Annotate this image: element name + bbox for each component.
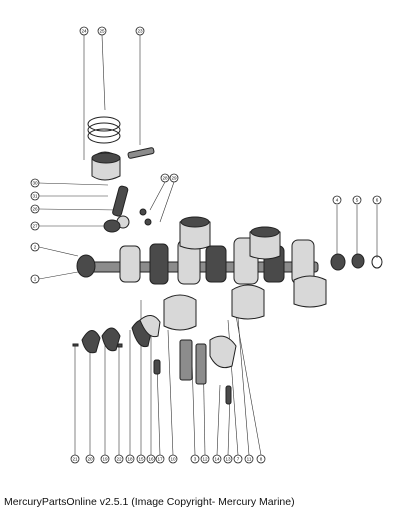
callout-left-31: 31 — [30, 191, 40, 201]
svg-text:4: 4 — [336, 198, 339, 203]
svg-text:13: 13 — [225, 457, 231, 462]
callout-bottom-18: 18 — [125, 454, 135, 464]
svg-text:12: 12 — [202, 457, 208, 462]
svg-text:7: 7 — [237, 457, 240, 462]
svg-text:21: 21 — [72, 457, 78, 462]
svg-text:18: 18 — [127, 457, 133, 462]
callout-bottom-13: 13 — [223, 454, 233, 464]
callout-top-24: 24 — [79, 26, 89, 36]
callout-bottom-7: 7 — [233, 454, 243, 464]
callout-mid-29: 29 — [169, 173, 179, 183]
callout-bottom-8: 8 — [256, 454, 266, 464]
piston-rings-top — [87, 116, 121, 144]
svg-text:19: 19 — [102, 457, 108, 462]
svg-text:15: 15 — [138, 457, 144, 462]
callout-bottom-14: 14 — [212, 454, 222, 464]
crankshaft — [76, 237, 319, 285]
callout-bottom-22: 22 — [114, 454, 124, 464]
svg-text:29: 29 — [171, 176, 177, 181]
callout-left-2: 2 — [30, 242, 40, 252]
svg-text:8: 8 — [260, 457, 263, 462]
upper-pistons — [179, 216, 281, 260]
rod-caps-lower-left — [72, 315, 161, 354]
svg-text:5: 5 — [356, 198, 359, 203]
svg-text:22: 22 — [116, 457, 122, 462]
callout-bottom-11: 11 — [244, 454, 254, 464]
callout-right-6: 6 — [372, 195, 382, 205]
svg-text:27: 27 — [32, 224, 38, 229]
needle-bearing-left — [103, 219, 121, 233]
lower-pistons — [163, 275, 327, 331]
callout-bottom-10: 10 — [168, 454, 178, 464]
callout-bottom-15: 15 — [136, 454, 146, 464]
leader-lines — [38, 34, 378, 456]
small-pins-bottom — [153, 359, 232, 405]
svg-text:11: 11 — [247, 457, 252, 462]
wrist-pin — [127, 147, 155, 159]
callout-top-25: 25 — [97, 26, 107, 36]
svg-text:25: 25 — [99, 29, 105, 34]
callout-bottom-21: 21 — [70, 454, 80, 464]
callout-bottom-20: 20 — [85, 454, 95, 464]
callout-bottom-16: 16 — [146, 454, 156, 464]
svg-text:16: 16 — [148, 457, 154, 462]
svg-text:28: 28 — [162, 176, 168, 181]
callout-right-4: 4 — [332, 195, 342, 205]
image-copyright-caption: MercuryPartsOnline v2.5.1 (Image Copyrig… — [4, 496, 295, 508]
callout-mid-28: 28 — [160, 173, 170, 183]
callout-right-5: 5 — [352, 195, 362, 205]
end-bearings — [330, 253, 383, 271]
callout-left-26: 26 — [30, 204, 40, 214]
callout-left-27: 27 — [30, 221, 40, 231]
callout-left-1: 1 — [30, 274, 40, 284]
needle-bearing-cages — [179, 335, 237, 385]
svg-text:10: 10 — [170, 457, 176, 462]
callout-bottom-12: 12 — [200, 454, 210, 464]
callout-bottom-19: 19 — [100, 454, 110, 464]
svg-text:31: 31 — [32, 194, 38, 199]
callout-top-23: 23 — [135, 26, 145, 36]
callout-left-30: 30 — [30, 178, 40, 188]
callout-bottom-17: 17 — [155, 454, 165, 464]
svg-text:30: 30 — [32, 181, 38, 186]
callout-bottom-3: 3 — [190, 454, 200, 464]
svg-text:1: 1 — [34, 277, 37, 282]
piston-top — [91, 151, 121, 181]
svg-text:6: 6 — [376, 198, 379, 203]
svg-text:2: 2 — [34, 245, 37, 250]
svg-text:14: 14 — [214, 457, 220, 462]
svg-text:26: 26 — [32, 207, 38, 212]
svg-text:17: 17 — [157, 457, 163, 462]
svg-text:3: 3 — [194, 457, 197, 462]
svg-text:24: 24 — [81, 29, 87, 34]
svg-text:20: 20 — [87, 457, 93, 462]
svg-text:23: 23 — [137, 29, 143, 34]
small-clip-28 — [139, 208, 152, 226]
